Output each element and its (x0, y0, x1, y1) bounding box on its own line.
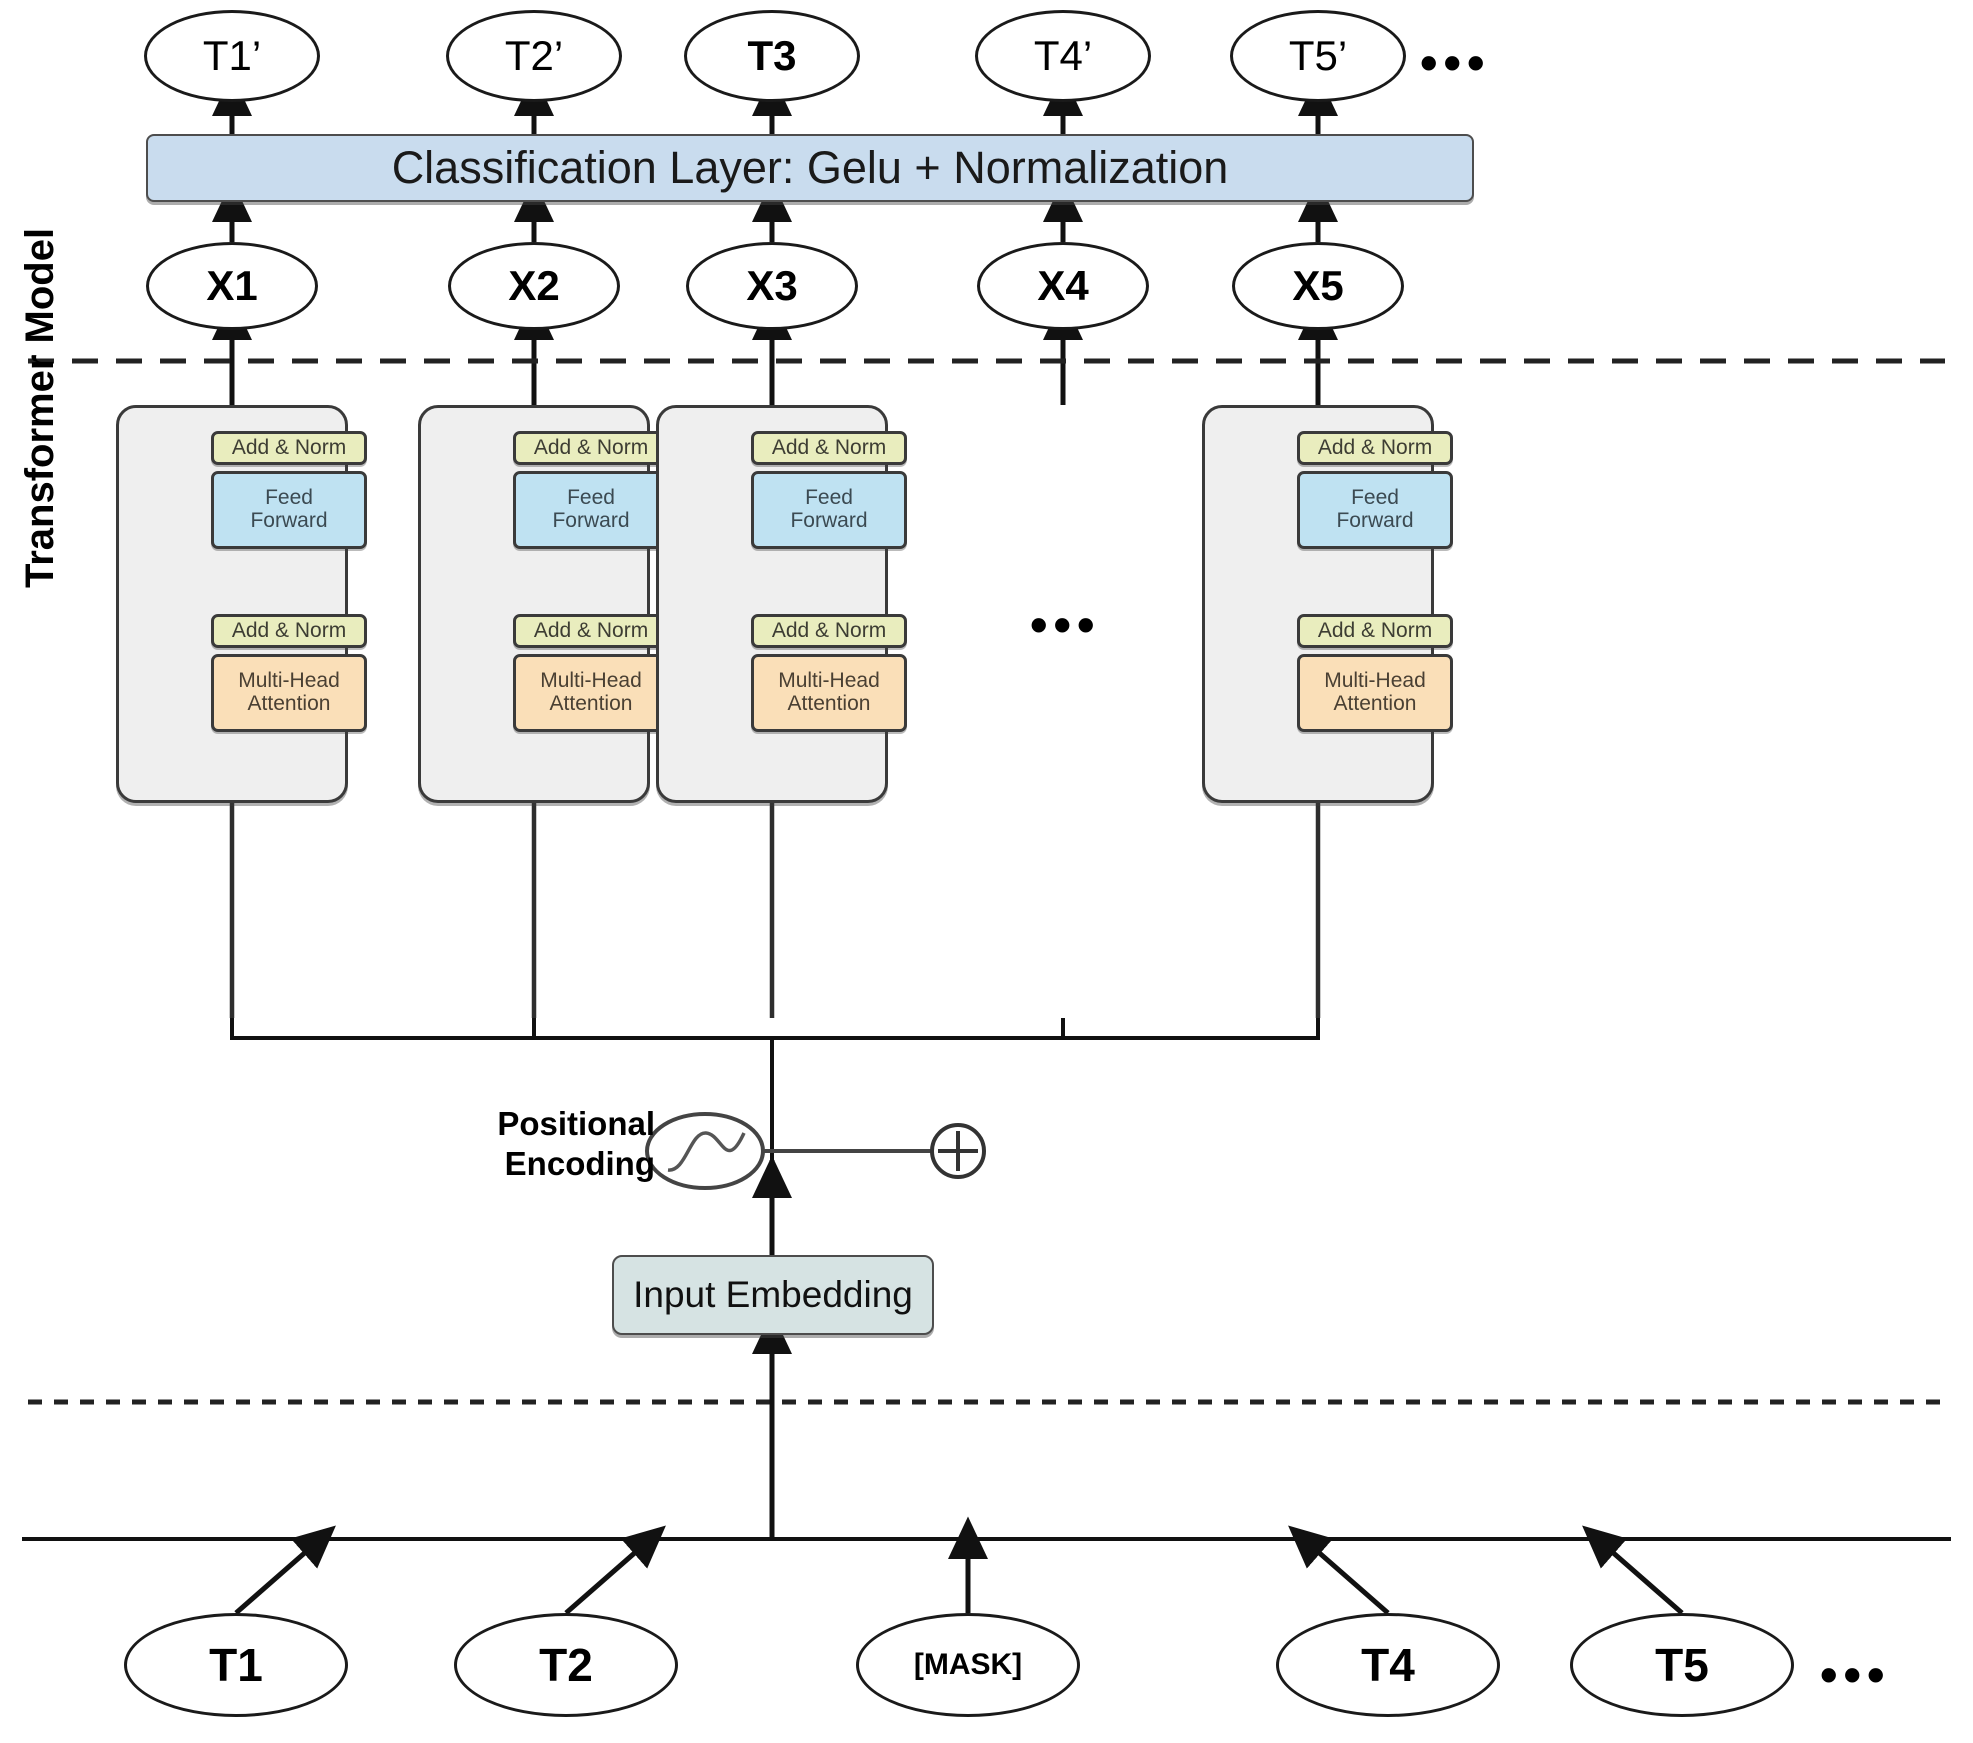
multi-head-attention-4: Multi-Head Attention (1297, 654, 1453, 732)
encoder-block-2[interactable]: Add & Norm Feed Forward Add & Norm Multi… (418, 405, 669, 803)
add-norm-top-1: Add & Norm (211, 431, 367, 465)
attention-label-2: Multi-Head Attention (540, 669, 642, 715)
feed-forward-label-2: Feed Forward (552, 486, 630, 532)
positional-encoding-line-2: Encoding (504, 1145, 655, 1183)
attention-label-1: Multi-Head Attention (238, 669, 340, 715)
multi-head-attention-1: Multi-Head Attention (211, 654, 367, 732)
output-token-2[interactable]: T2’ (446, 10, 622, 102)
add-norm-top-2: Add & Norm (513, 431, 669, 465)
encoder-block-1[interactable]: Add & Norm Feed Forward Add & Norm Multi… (116, 405, 367, 803)
feed-forward-1: Feed Forward (211, 471, 367, 549)
arrows-encoder-to-x (212, 297, 1338, 405)
input-token-t5[interactable]: T5 (1570, 1613, 1794, 1717)
output-token-1[interactable]: T1’ (144, 10, 320, 102)
arrows-classification-to-output (212, 73, 1338, 134)
feed-forward-2: Feed Forward (513, 471, 669, 549)
input-token-mask[interactable]: [MASK] (856, 1613, 1080, 1717)
hidden-token-x1[interactable]: X1 (146, 242, 318, 330)
transformer-model-side-label: Transformer Model (18, 227, 62, 588)
add-norm-bottom-1: Add & Norm (211, 614, 367, 648)
encoder-block-3[interactable]: Add & Norm Feed Forward Add & Norm Multi… (656, 405, 907, 803)
feed-forward-4: Feed Forward (1297, 471, 1453, 549)
add-norm-bottom-4: Add & Norm (1297, 614, 1453, 648)
positional-encoding-line-1: Positional (497, 1105, 655, 1142)
arrows-x-to-classification (212, 179, 1338, 242)
multi-head-attention-2: Multi-Head Attention (513, 654, 669, 732)
feed-forward-label-1: Feed Forward (250, 486, 328, 532)
encoder-blocks-ellipsis: ••• (1030, 597, 1101, 653)
hidden-token-x2[interactable]: X2 (448, 242, 620, 330)
hidden-token-x3[interactable]: X3 (686, 242, 858, 330)
input-token-t4[interactable]: T4 (1276, 1613, 1500, 1717)
multi-head-attention-3: Multi-Head Attention (751, 654, 907, 732)
classification-layer-bar[interactable]: Classification Layer: Gelu + Normalizati… (146, 134, 1474, 202)
feed-forward-3: Feed Forward (751, 471, 907, 549)
add-norm-top-3: Add & Norm (751, 431, 907, 465)
input-tokens-ellipsis: ••• (1820, 1647, 1891, 1703)
output-token-3[interactable]: T3 (684, 10, 860, 102)
output-token-4[interactable]: T4’ (975, 10, 1151, 102)
encoder-input-bus (230, 1018, 1320, 1160)
add-norm-top-4: Add & Norm (1297, 431, 1453, 465)
output-token-5[interactable]: T5’ (1230, 10, 1406, 102)
add-norm-bottom-2: Add & Norm (513, 614, 669, 648)
attention-label-4: Multi-Head Attention (1324, 669, 1426, 715)
positional-encoding-glyph (645, 1112, 986, 1190)
input-token-t1[interactable]: T1 (124, 1613, 348, 1717)
encoder-block-4[interactable]: Add & Norm Feed Forward Add & Norm Multi… (1202, 405, 1453, 803)
hidden-token-x5[interactable]: X5 (1232, 242, 1404, 330)
add-norm-bottom-3: Add & Norm (751, 614, 907, 648)
feed-forward-label-3: Feed Forward (790, 486, 868, 532)
positional-encoding-label: Positional Encoding (455, 1104, 655, 1185)
output-tokens-ellipsis: ••• (1420, 35, 1491, 91)
arrows-input-tokens-to-rule (234, 1516, 1684, 1615)
input-token-t2[interactable]: T2 (454, 1613, 678, 1717)
feed-forward-label-4: Feed Forward (1336, 486, 1414, 532)
hidden-token-x4[interactable]: X4 (977, 242, 1149, 330)
input-embedding-box[interactable]: Input Embedding (612, 1255, 934, 1335)
attention-label-3: Multi-Head Attention (778, 669, 880, 715)
